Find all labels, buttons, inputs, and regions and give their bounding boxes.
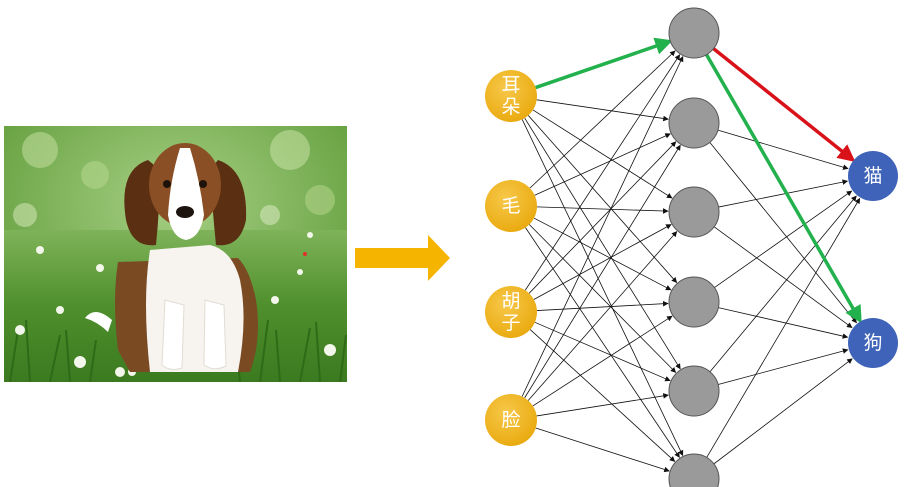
connection-input-2-hidden-6 — [525, 227, 680, 458]
input-node-1-label: 耳 — [501, 74, 520, 96]
input-node-3-label: 胡 — [501, 290, 520, 312]
highlight-hidden-1-to-cat — [712, 47, 856, 162]
connection-input-1-hidden-2 — [536, 99, 669, 122]
connection-input-3-hidden-1 — [524, 54, 681, 291]
output-node-1-label: 猫 — [863, 165, 882, 187]
hidden-layer — [668, 7, 720, 487]
connection-hidden-6-output-1 — [706, 197, 861, 458]
connection-hidden-2-output-1 — [717, 129, 849, 170]
connection-input-4-hidden-1 — [521, 55, 684, 397]
connection-input-4-hidden-6 — [535, 427, 670, 473]
input-node-2-label: 毛 — [501, 195, 520, 217]
connection-input-3-hidden-4 — [536, 300, 669, 311]
background-bokeh — [13, 130, 335, 227]
highlight-ear-to-hidden-1 — [535, 37, 673, 90]
input-node-2-circle — [485, 180, 537, 232]
grass-blades — [9, 319, 347, 382]
connection-input-2-hidden-5 — [529, 224, 677, 373]
connection-input-3-hidden-6 — [529, 329, 676, 462]
hidden-node-5 — [668, 365, 720, 417]
connection-hidden-5-output-2 — [718, 348, 849, 385]
connection-input-2-hidden-4 — [533, 217, 672, 291]
connection-hidden-5-output-1 — [709, 195, 857, 373]
input-hidden-connections — [521, 50, 684, 473]
connection-hidden-4-output-1 — [714, 190, 853, 288]
connection-input-1-hidden-3 — [532, 109, 673, 199]
connection-hidden-4-output-2 — [718, 307, 849, 339]
beagle-dog — [85, 143, 258, 372]
input-node-2: 毛 — [485, 180, 537, 232]
hidden-node-6 — [668, 453, 720, 487]
output-node-1-circle — [848, 151, 898, 201]
input-node-3-circle — [485, 286, 537, 338]
hidden-output-connections — [706, 129, 861, 465]
hidden-node-4 — [668, 276, 720, 328]
input-node-4-circle — [485, 394, 537, 446]
connection-input-2-hidden-1 — [529, 50, 676, 189]
input-node-1-circle — [485, 70, 537, 122]
hidden-node-1 — [668, 7, 720, 59]
connection-input-4-hidden-5 — [536, 393, 669, 417]
connection-input-3-hidden-3 — [533, 224, 672, 300]
input-node-3: 胡子 — [485, 286, 537, 338]
highlight-hidden-1-to-dog — [704, 53, 862, 324]
connection-input-2-hidden-2 — [534, 133, 671, 196]
connection-input-4-hidden-3 — [527, 231, 678, 401]
output-node-2: 狗 — [848, 318, 898, 368]
output-node-2-label: 狗 — [863, 332, 882, 354]
connection-input-3-hidden-2 — [528, 141, 677, 294]
output-layer: 猫狗 — [848, 151, 898, 368]
input-node-4-label: 脸 — [501, 409, 520, 431]
red-dot-marker — [303, 252, 307, 256]
connection-hidden-6-output-2 — [713, 358, 853, 465]
highlighted-path — [535, 37, 862, 324]
output-node-1: 猫 — [848, 151, 898, 201]
input-node-1: 耳朵 — [485, 70, 537, 122]
connection-hidden-3-output-1 — [718, 179, 849, 208]
hidden-node-3 — [668, 186, 720, 238]
input-node-1-label: 朵 — [501, 96, 520, 118]
input-node-4: 脸 — [485, 394, 537, 446]
connection-input-2-hidden-3 — [536, 206, 669, 214]
transform-arrow — [355, 235, 450, 281]
connection-input-3-hidden-5 — [534, 321, 671, 382]
beagle-photo — [4, 126, 347, 382]
connection-input-4-hidden-4 — [532, 315, 673, 407]
connection-input-1-hidden-6 — [521, 119, 684, 457]
connection-input-4-hidden-2 — [524, 144, 681, 399]
connection-input-1-hidden-4 — [527, 115, 678, 283]
connection-hidden-2-output-2 — [709, 142, 857, 324]
input-node-3-label: 子 — [501, 312, 520, 334]
hidden-node-2 — [668, 97, 720, 149]
output-node-2-circle — [848, 318, 898, 368]
connection-hidden-3-output-2 — [713, 226, 853, 328]
